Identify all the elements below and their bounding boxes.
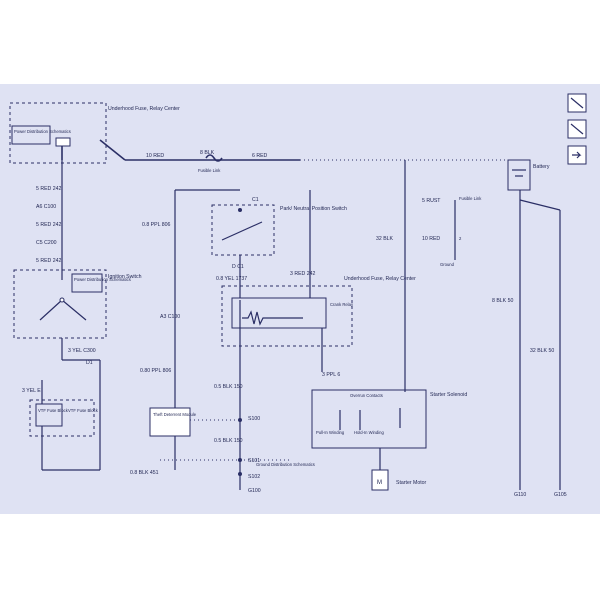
vtf-inner-label: VTF Fuse Block	[38, 408, 69, 413]
wire-label-yel-c300: 3 YEL C300	[68, 348, 96, 354]
theft-module-box	[149, 407, 191, 437]
battery-symbol	[507, 159, 531, 191]
arrow-right-glyph-icon	[572, 151, 582, 159]
theft-module-label: Theft Deterrent Module	[153, 412, 197, 417]
pn-terminal-icon	[238, 208, 242, 212]
wire-label-ppl-806: 0.8 PPL 806	[142, 222, 170, 228]
s101-label: S101	[248, 458, 260, 464]
wire-label-rust: 5 RUST	[422, 198, 441, 204]
wire-icon-line-1	[570, 97, 584, 109]
wire-label-blk-batt: 32 BLK	[376, 236, 394, 242]
wire-label-red-242d: 3 RED 242	[290, 271, 315, 277]
wire-label-blk-150a: 0.5 BLK 150	[214, 384, 243, 390]
ignition-switch-label: Ignition Switch	[108, 274, 142, 280]
wire-label-red-242c: 5 RED 242	[36, 258, 61, 264]
relay-coil-icon	[242, 310, 303, 326]
wire-label-d-c1: D C1	[232, 264, 244, 270]
starter-motor-label: Starter Motor	[396, 480, 427, 486]
schematic-sheet: Underhood Fuse, Relay Center Power Distr…	[0, 84, 600, 514]
fusible-link-label: Fusible Link	[198, 168, 221, 173]
wire-label-a3-c100: A3 C100	[160, 314, 180, 320]
fuse-icon	[55, 137, 71, 147]
fuse-relay-center-mid-label: Underhood Fuse, Relay Center	[344, 276, 416, 282]
power-distribution-box-top	[11, 125, 51, 145]
park-neutral-switch-label: Park/ Neutral Position Switch	[280, 206, 347, 212]
ground-label: Ground	[440, 262, 455, 267]
wire-label-c100a: A6 C100	[36, 204, 56, 210]
wire-label-c1: C1	[252, 197, 259, 203]
ignition-contact-left	[39, 299, 63, 321]
starter-solenoid-box	[311, 389, 427, 449]
wire-label-blk-151: 0.8 BLK 451	[130, 470, 159, 476]
starting-system-schematic: Underhood Fuse, Relay Center Power Distr…	[9, 93, 587, 498]
splice-s102-icon	[238, 472, 242, 476]
crank-relay-box	[231, 297, 327, 329]
fuse-relay-center-top-label: Underhood Fuse, Relay Center	[108, 106, 180, 112]
wire-label-yel-c1-left: 3 YEL E	[22, 388, 41, 394]
power-distribution-label-top: Power Distribution Schematics	[14, 129, 71, 134]
vtf-inner-box	[35, 403, 63, 427]
wire-label-c2: 2	[459, 236, 462, 241]
wire-label-red-batt: 6 RED	[252, 153, 268, 159]
hold-in-winding-label: Hold-In Winding	[354, 430, 384, 435]
ignition-contact-right	[61, 299, 87, 321]
overrun-contacts-label: Overrun Contacts	[350, 393, 383, 398]
wire-label-blk-150b: 0.5 BLK 150	[214, 438, 243, 444]
wire-label-blk-50a: 8 BLK 50	[492, 298, 513, 304]
wire-label-d1: D1	[86, 360, 93, 366]
ignition-pivot-icon	[59, 297, 65, 303]
fuse-relay-center-mid-box	[221, 285, 353, 347]
wire-label-red-fusible: 10 RED	[146, 153, 164, 159]
splice-s100-icon	[238, 418, 242, 422]
starter-motor-icon	[371, 469, 389, 491]
wire-label-yel-1737: 0.8 YEL 1737	[216, 276, 247, 282]
wire-label-ppl-806b: 0.80 PPL 806	[140, 368, 171, 374]
wire-label-c200: C5 C200	[36, 240, 57, 246]
wire-label-red-242b: 5 RED 242	[36, 222, 61, 228]
s102-label: S102	[248, 474, 260, 480]
g100-label: G100	[248, 488, 261, 494]
vtf-fuse-block-box	[29, 399, 95, 437]
batt-neg-branch	[519, 199, 561, 211]
starter-solenoid-label: Starter Solenoid	[430, 392, 467, 398]
splice-s101-icon	[238, 458, 242, 462]
wire-icon-line-2	[570, 123, 584, 135]
fusible-link-right-label: Fusible Link	[459, 196, 482, 201]
ignition-module-label: Power Distribution Schematics	[74, 277, 131, 282]
ground-distribution-label: Ground Distribution Schematics	[256, 462, 315, 467]
wire-label-red-242a: 5 RED 242	[36, 186, 61, 192]
fuse-relay-center-top-box	[9, 102, 107, 164]
s100-label: S100	[248, 416, 260, 422]
crank-relay-label: Crank Relay	[330, 302, 354, 307]
wire-label-blk-50b: 32 BLK 50	[530, 348, 554, 354]
wire-label-blk-fusible: 8 BLK	[200, 150, 215, 156]
ignition-module-box	[71, 273, 103, 293]
g110-label: G110	[514, 492, 526, 498]
solenoid-winding-icon	[339, 408, 401, 430]
pull-in-winding-label: Pull-In Winding	[316, 430, 345, 435]
fusible-link-zigzag-icon	[205, 154, 223, 162]
g105-label: G105	[554, 492, 567, 498]
battery-label: Battery	[533, 164, 550, 170]
park-neutral-switch-box	[211, 204, 275, 256]
pn-switch-contact	[221, 221, 263, 241]
link-wire-slant	[99, 139, 126, 161]
ignition-switch-box	[13, 269, 107, 339]
wire-label-red-right: 10 RED	[422, 236, 440, 242]
wire-label-ppl-6: 3 PPL 6	[322, 372, 340, 378]
vtf-fuse-block-label: VTF Fuse Block	[68, 408, 99, 413]
motor-m-icon: M	[377, 480, 382, 486]
